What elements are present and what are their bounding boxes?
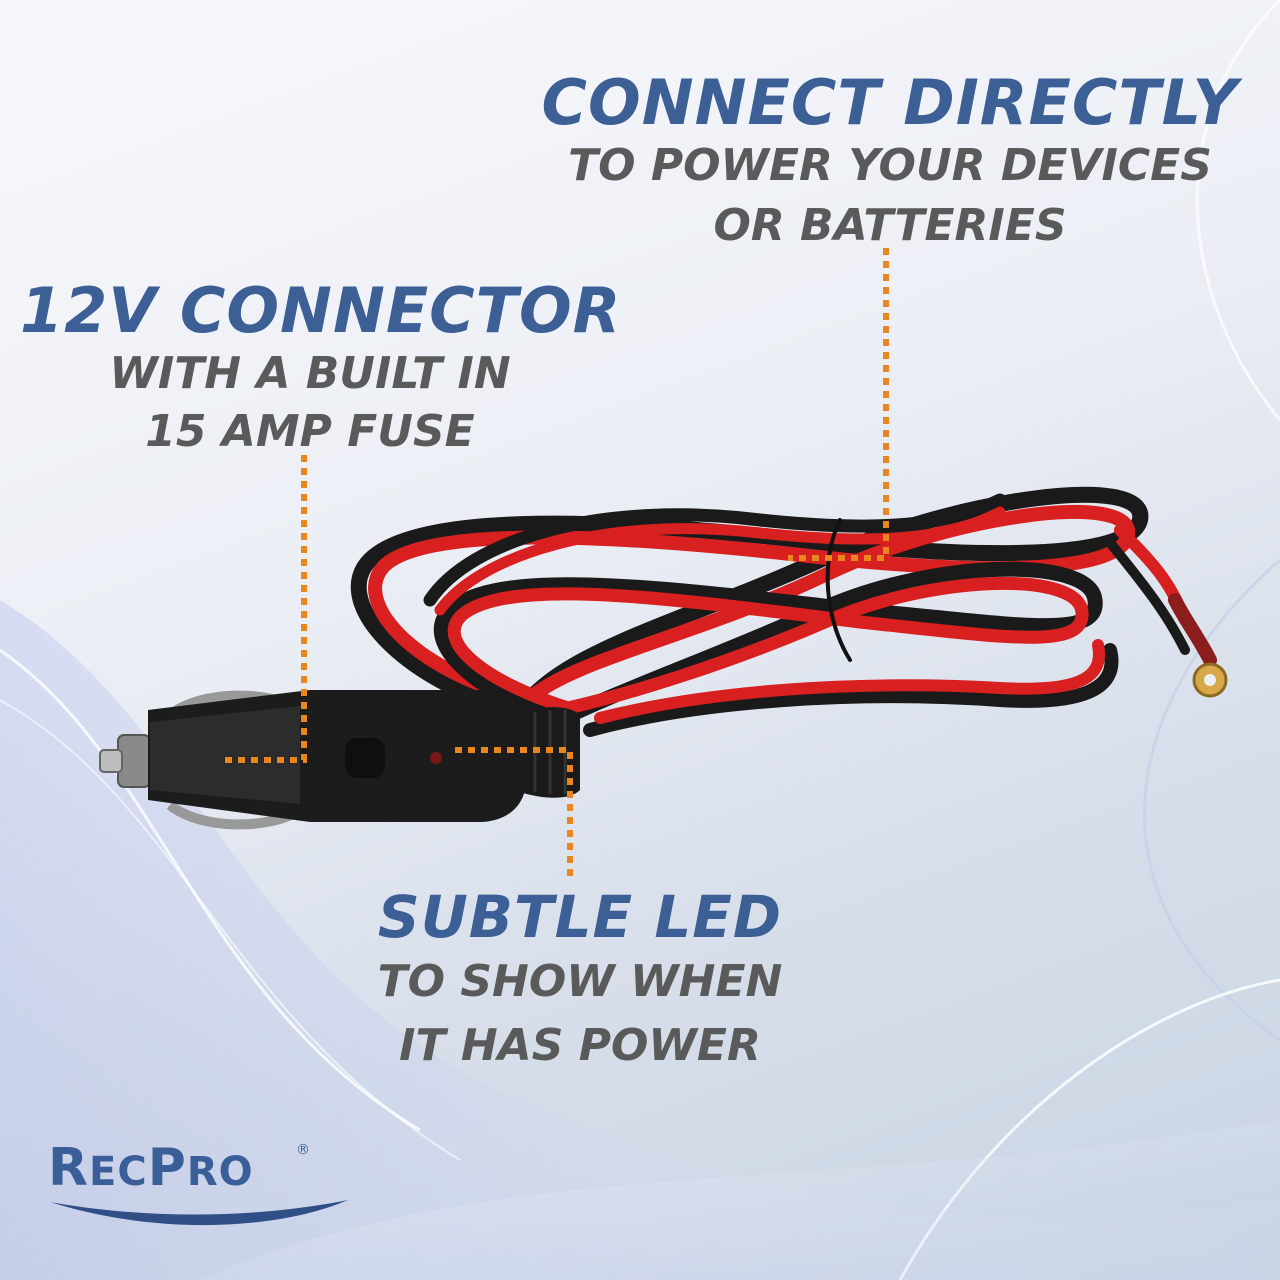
brand-swoosh-icon (50, 1200, 348, 1226)
callout-heading: SUBTLE LED (377, 883, 783, 951)
callout-subtext: OR BATTERIES (713, 200, 1067, 251)
brand-letters: RO (186, 1149, 254, 1195)
callout-12v-connector: 12V CONNECTOR WITH A BUILT IN 15 AMP FUS… (20, 274, 622, 458)
callout-subtext: TO POWER YOUR DEVICES (568, 140, 1212, 191)
registered-mark: ® (296, 1142, 310, 1158)
callout-subtle-led: SUBTLE LED TO SHOW WHEN IT HAS POWER (330, 888, 830, 1074)
callout-subtext: TO SHOW WHEN (377, 956, 783, 1007)
coiled-wires (350, 486, 1217, 737)
callout-heading: 12V CONNECTOR (20, 274, 622, 347)
brand-letters: EC (89, 1149, 148, 1195)
cigarette-lighter-plug-icon (99, 690, 580, 830)
callout-subtext: 15 AMP FUSE (145, 406, 475, 457)
brand-letter: P (147, 1138, 187, 1198)
leader-lines (220, 248, 889, 882)
brand-logo: RECPRO ® (48, 1138, 368, 1248)
callout-heading: CONNECT DIRECTLY (541, 66, 1239, 139)
ring-terminal-icon (1192, 662, 1228, 698)
brand-letter: R (48, 1138, 90, 1198)
callout-subtext: WITH A BUILT IN (109, 348, 511, 399)
callout-connect-directly: CONNECT DIRECTLY TO POWER YOUR DEVICES O… (520, 72, 1260, 254)
leader-line-connect (788, 248, 889, 561)
leader-line-connector (220, 455, 307, 763)
brand-wordmark: RECPRO (48, 1138, 254, 1198)
callout-subtext: IT HAS POWER (399, 1020, 761, 1071)
